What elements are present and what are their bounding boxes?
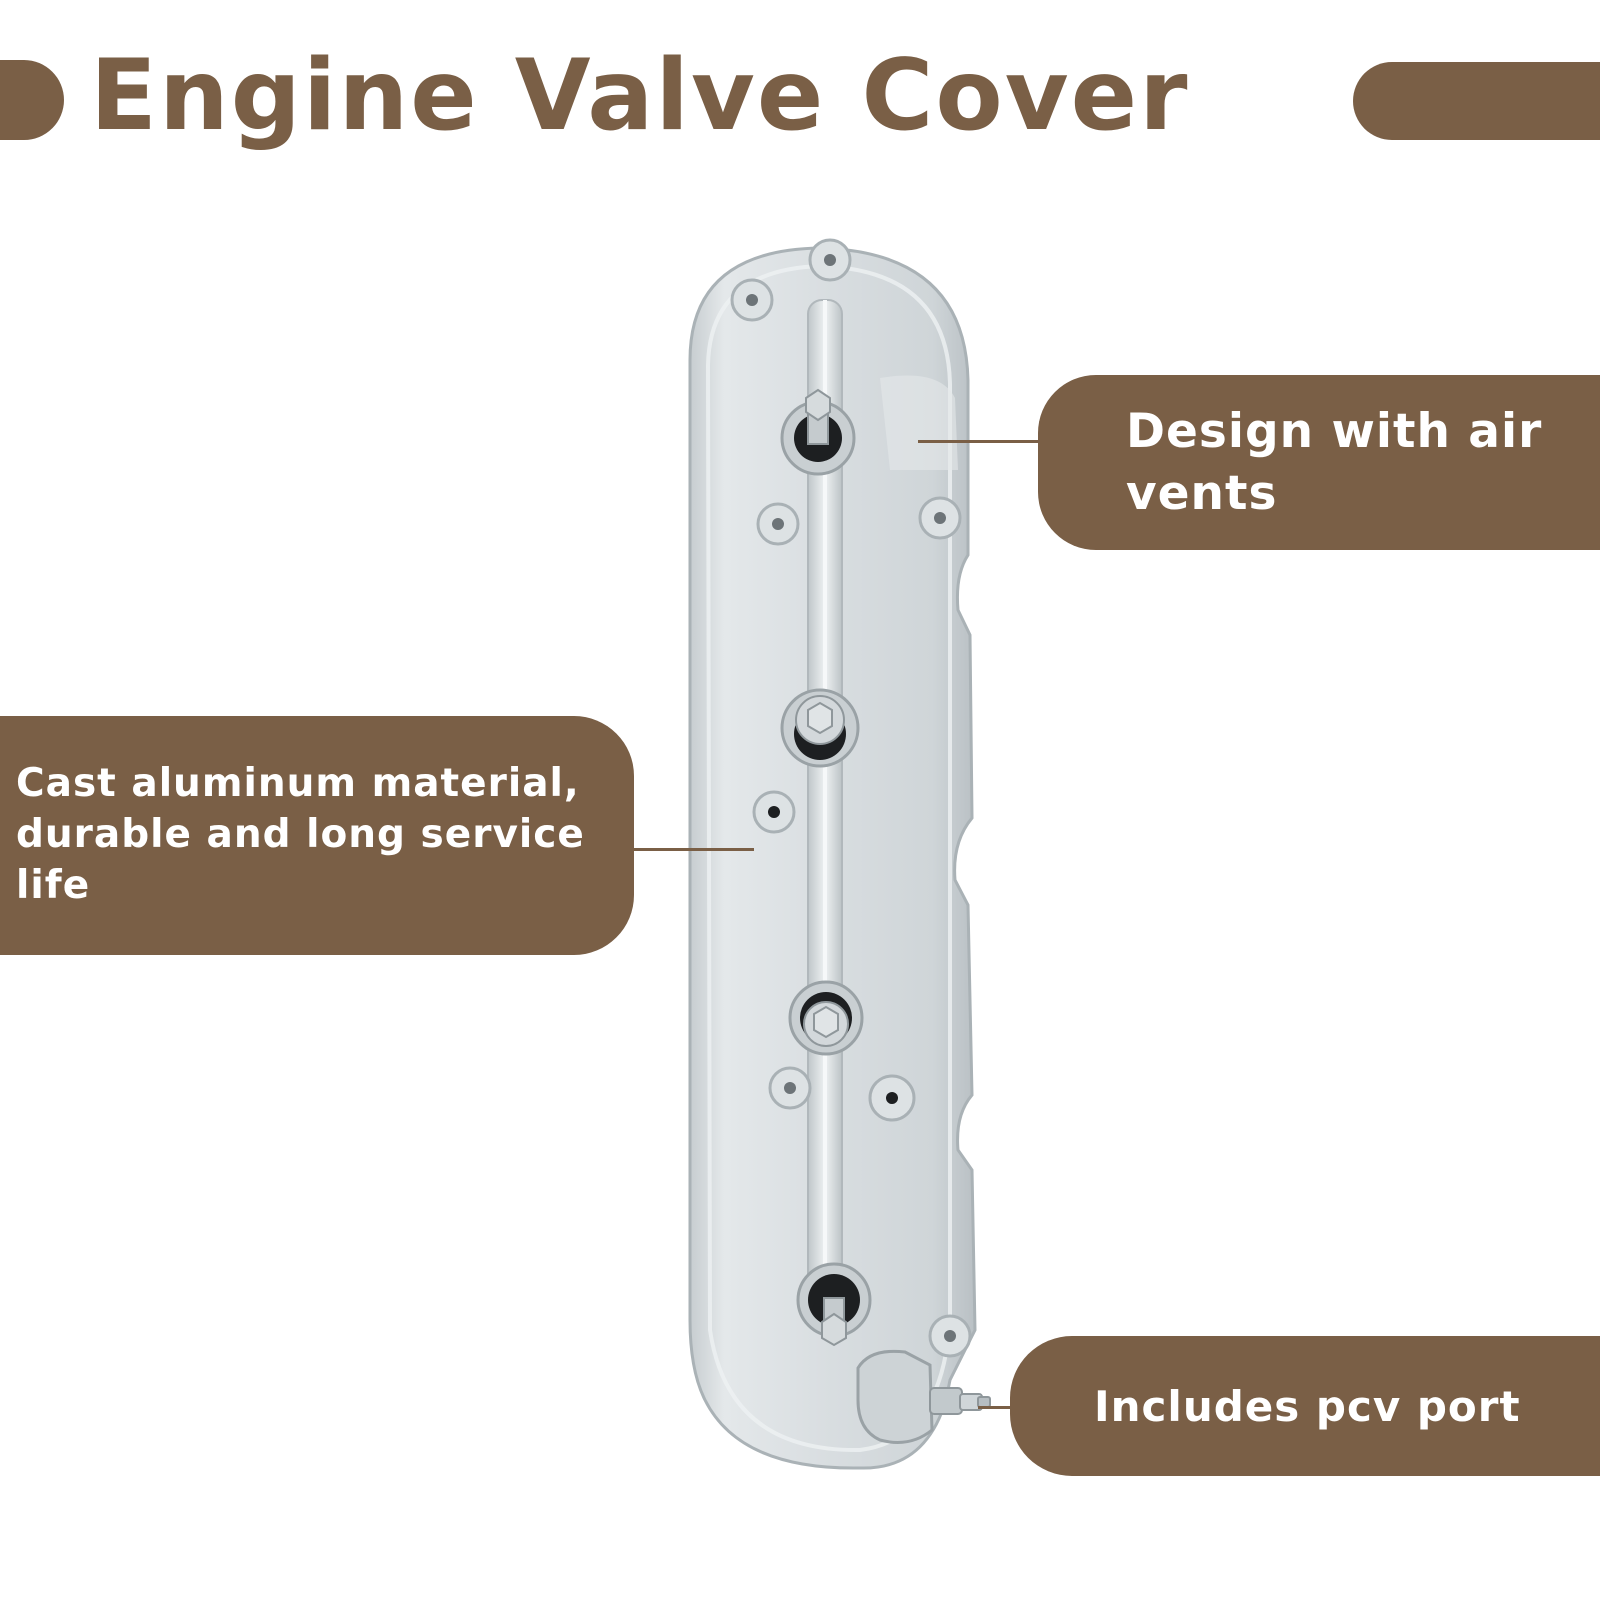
pcv-port	[856, 1349, 991, 1444]
coil-stud-2	[780, 688, 860, 768]
mounting-bosses	[752, 496, 972, 1358]
leader-line-air-vents	[918, 440, 1040, 443]
callout-aluminum: Cast aluminum material, durable and long…	[0, 716, 634, 955]
callout-air-vents: Design with air vents	[1038, 375, 1600, 550]
coil-stud-3	[788, 980, 864, 1056]
top-bolt-bosses	[730, 238, 852, 322]
coil-stud-1	[780, 388, 856, 476]
callout-air-vents-text: Design with air vents	[1126, 404, 1543, 521]
callout-pcv-text: Includes pcv port	[1094, 1381, 1521, 1431]
leader-line-aluminum	[632, 848, 754, 851]
page-title: Engine Valve Cover	[90, 39, 1190, 153]
title-decor-left	[0, 60, 64, 140]
callout-aluminum-text: Cast aluminum material, durable and long…	[16, 761, 585, 908]
title-decor-right	[1353, 62, 1600, 140]
callout-pcv-port: Includes pcv port	[1010, 1336, 1600, 1476]
coil-stud-4	[796, 1262, 872, 1347]
leader-line-pcv	[978, 1406, 1012, 1409]
